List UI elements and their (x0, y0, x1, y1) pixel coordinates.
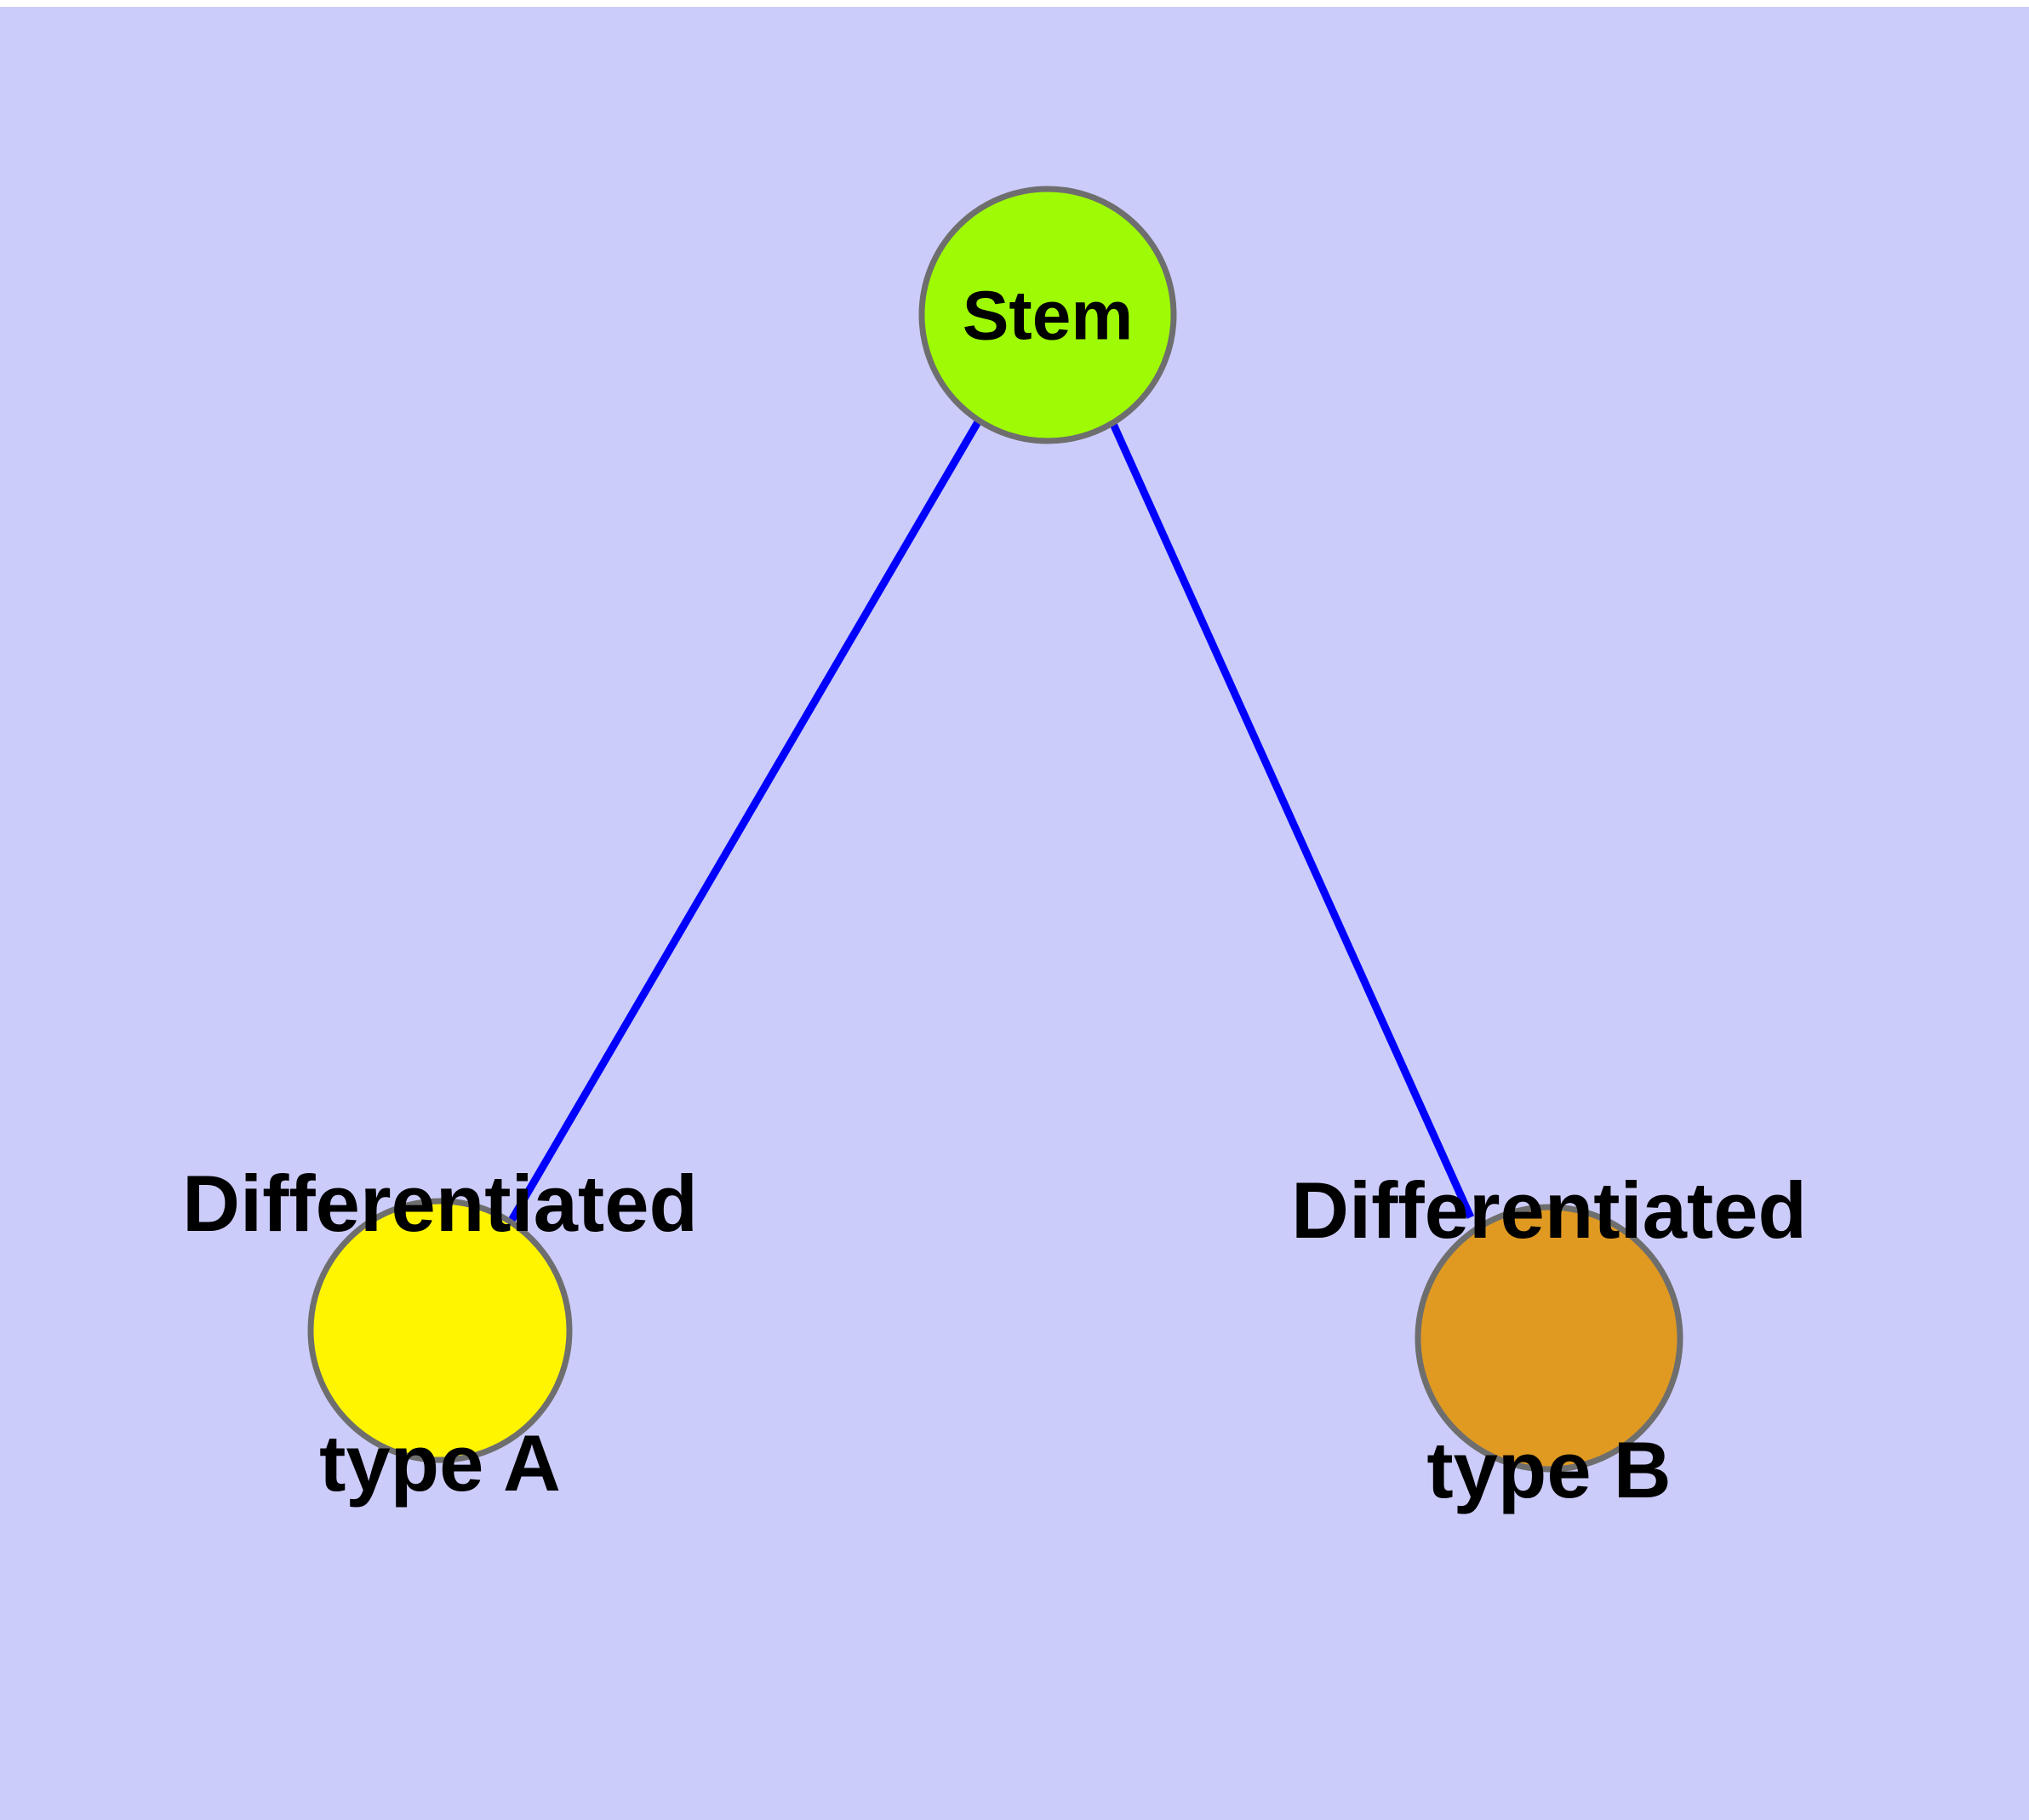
edge-layer (506, 418, 1475, 1226)
node-differentiated-type-b[interactable] (1415, 1204, 1683, 1473)
node-layer (307, 186, 1683, 1473)
node-differentiated-type-a[interactable] (307, 1198, 573, 1463)
edge-stem-to-differentiated-type-b (1109, 422, 1475, 1219)
node-stem[interactable] (918, 186, 1177, 444)
edge-stem-to-differentiated-type-a (506, 418, 982, 1226)
